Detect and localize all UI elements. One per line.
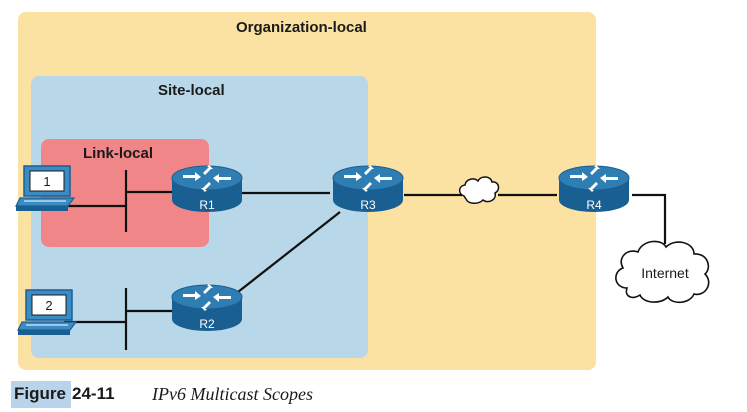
link-local-label: Link-local — [83, 145, 154, 162]
internet-cloud-icon — [615, 240, 710, 304]
figure-word: Figure — [14, 384, 66, 403]
host-2: 2 — [17, 289, 78, 335]
router-label: R1 — [199, 198, 215, 212]
router-r2: R2 — [171, 284, 243, 331]
organization-local-label: Organization-local — [236, 19, 367, 36]
internet-label: Internet — [641, 265, 689, 281]
figure-title: IPv6 Multicast Scopes — [152, 384, 313, 404]
computer-icon — [17, 289, 78, 335]
router-label: R4 — [586, 198, 602, 212]
network-diagram: Internet R1 R2 R3 — [15, 12, 710, 370]
host-number: 1 — [43, 174, 50, 189]
router-label: R3 — [360, 198, 376, 212]
figure-number: 24-11 — [72, 384, 115, 403]
host-1: 1 — [15, 165, 76, 211]
host-number: 2 — [45, 298, 52, 313]
router-r3: R3 — [332, 165, 404, 212]
computer-icon — [15, 165, 76, 211]
caption-highlight — [11, 381, 71, 408]
router-r1: R1 — [171, 165, 243, 212]
site-local-label: Site-local — [158, 82, 225, 99]
router-label: R2 — [199, 317, 215, 331]
wan-cloud-icon — [458, 176, 500, 204]
router-r4: R4 — [558, 165, 630, 212]
